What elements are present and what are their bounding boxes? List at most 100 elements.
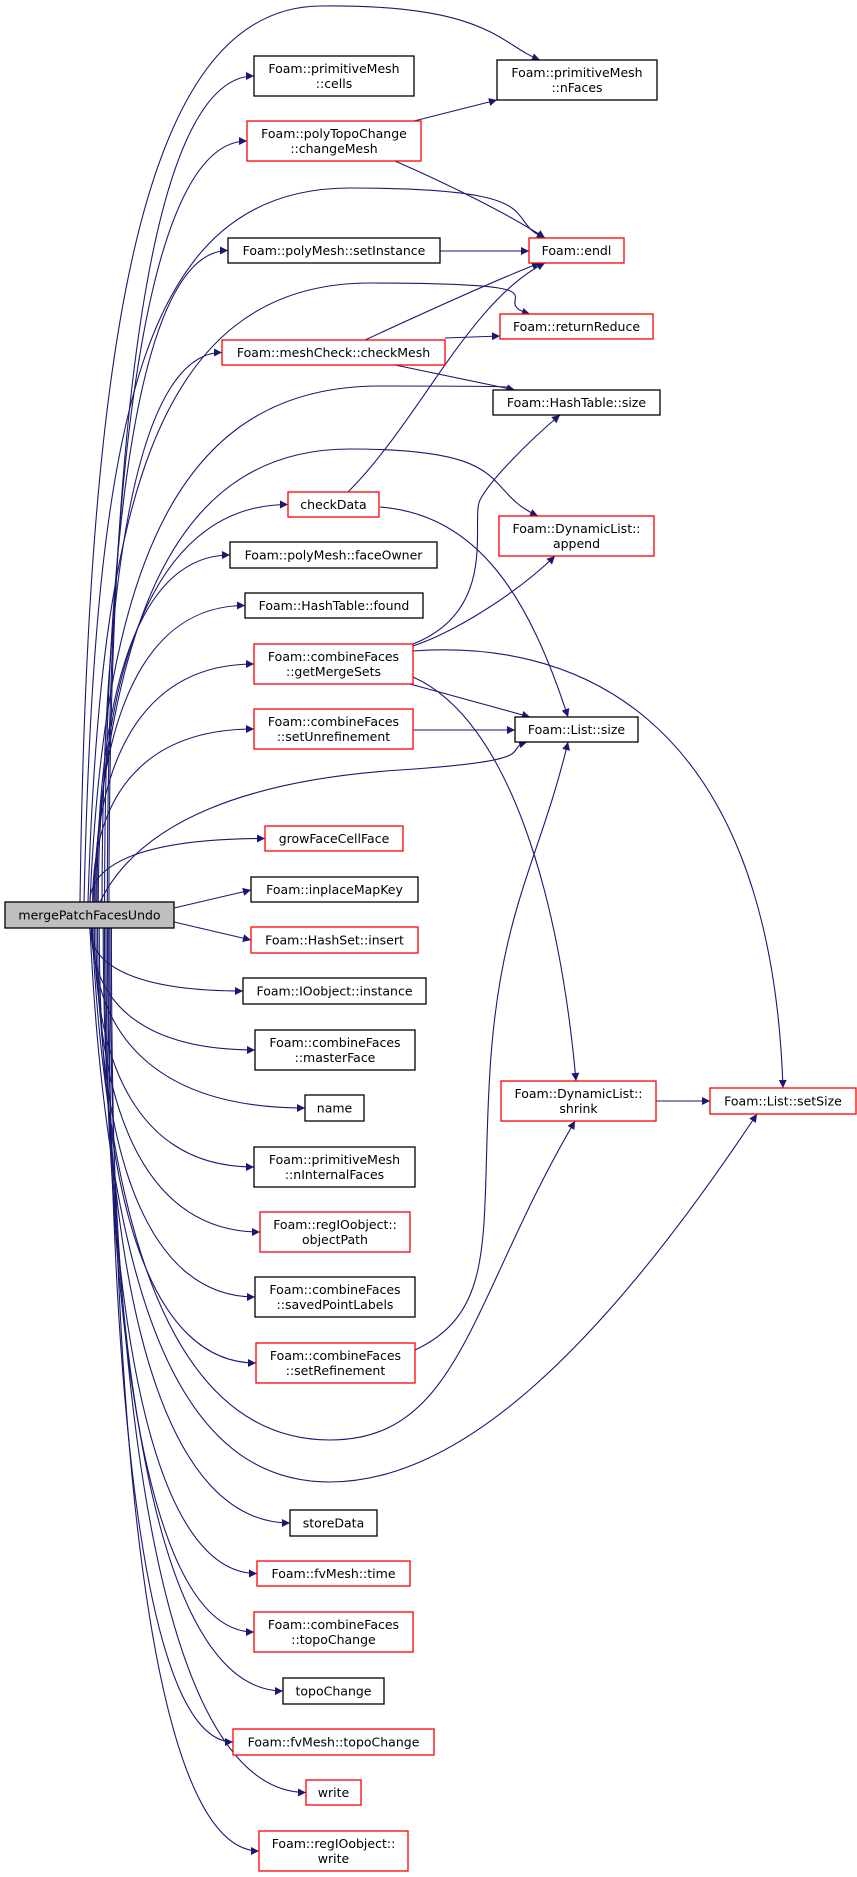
graph-node-setUnrefinement[interactable]: Foam::combineFaces::setUnrefinement xyxy=(253,708,414,750)
edge-layer xyxy=(79,5,787,1855)
graph-node-objectPath[interactable]: Foam::regIOobject::objectPath xyxy=(259,1211,411,1253)
node-box xyxy=(304,1094,365,1122)
graph-node-faceOwner[interactable]: Foam::polyMesh::faceOwner xyxy=(229,541,438,569)
node-label: storeData xyxy=(303,1516,364,1531)
graph-node-setSize[interactable]: Foam::List::setSize xyxy=(709,1087,857,1115)
node-box xyxy=(709,1087,857,1115)
node-label: ::nFaces xyxy=(551,80,602,95)
graph-node-getMergeSets[interactable]: Foam::combineFaces::getMergeSets xyxy=(253,643,414,685)
graph-node-checkData[interactable]: checkData xyxy=(287,491,380,518)
graph-node-endl[interactable]: Foam::endl xyxy=(528,237,625,264)
graph-node-write[interactable]: write xyxy=(305,1779,362,1806)
call-edge-root-to-instance xyxy=(89,927,244,995)
call-edge-root-to-regWrite xyxy=(110,927,260,1855)
node-label: ::changeMesh xyxy=(290,141,377,156)
node-box xyxy=(250,876,419,903)
node-box xyxy=(499,313,654,340)
call-edge-root-to-setUnrefinement xyxy=(92,725,255,903)
node-box xyxy=(253,643,414,685)
node-box xyxy=(246,120,422,162)
node-label: topoChange xyxy=(296,1684,372,1699)
graph-node-checkMesh[interactable]: Foam::meshCheck::checkMesh xyxy=(221,339,446,366)
node-box xyxy=(500,1080,657,1122)
call-edge-getMergeSets-to-htSize xyxy=(412,414,561,645)
node-label: Foam::primitiveMesh xyxy=(268,61,399,76)
node-label: Foam::returnReduce xyxy=(513,319,640,334)
call-edge-root-to-setSize xyxy=(89,927,758,1483)
call-edge-root-to-append xyxy=(92,448,539,903)
node-box xyxy=(253,1146,416,1188)
graph-node-instance[interactable]: Foam::IOobject::instance xyxy=(242,977,427,1005)
node-box xyxy=(498,515,655,557)
call-edge-root-to-found xyxy=(95,601,246,903)
node-label: Foam::combineFaces xyxy=(269,1035,400,1050)
graph-node-found[interactable]: Foam::HashTable::found xyxy=(244,592,424,619)
call-edge-root-to-getMergeSets xyxy=(93,660,255,903)
graph-node-growFaceCellFace[interactable]: growFaceCellFace xyxy=(264,825,404,852)
graph-node-regWrite[interactable]: Foam::regIOobject::write xyxy=(258,1830,409,1872)
call-edge-root-to-faceOwner xyxy=(96,551,231,903)
node-box xyxy=(221,339,446,366)
call-edge-root-to-nFaces xyxy=(79,5,541,903)
node-label: name xyxy=(317,1101,353,1116)
graph-node-nInternalFaces[interactable]: Foam::primitiveMesh::nInternalFaces xyxy=(253,1146,416,1188)
node-label: Foam::inplaceMapKey xyxy=(266,882,403,897)
call-edge-root-to-checkData xyxy=(97,500,289,903)
node-box xyxy=(229,541,438,569)
node-label: Foam::combineFaces xyxy=(268,649,399,664)
call-edge-getMergeSets-to-shrink xyxy=(412,676,580,1082)
call-edge-root-to-growFaceCellFace xyxy=(89,834,266,903)
node-box xyxy=(528,237,625,264)
call-edge-root-to-name xyxy=(92,927,306,1112)
call-edge-root-to-changeMesh xyxy=(106,137,248,903)
graph-node-nFaces[interactable]: Foam::primitiveMesh::nFaces xyxy=(496,59,658,101)
graph-node-insert[interactable]: Foam::HashSet::insert xyxy=(250,926,419,954)
graph-node-htSize[interactable]: Foam::HashTable::size xyxy=(492,389,661,416)
graph-node-name[interactable]: name xyxy=(304,1094,365,1122)
node-label: Foam::polyTopoChange xyxy=(261,126,407,141)
call-edge-root-to-shrink xyxy=(91,927,576,1441)
node-box xyxy=(255,1342,416,1384)
call-edge-checkData-to-listSize xyxy=(379,506,570,718)
call-edge-root-to-masterFace xyxy=(90,927,256,1054)
graph-node-listSize[interactable]: Foam::List::size xyxy=(514,716,639,743)
call-edge-root-to-checkMesh xyxy=(101,348,223,903)
call-edge-checkMesh-to-endl xyxy=(364,262,541,341)
node-box xyxy=(253,55,415,97)
node-label: append xyxy=(553,536,600,551)
graph-node-topoChange[interactable]: topoChange xyxy=(282,1677,385,1705)
node-label: Foam::endl xyxy=(542,243,612,258)
node-label: write xyxy=(318,1851,350,1866)
graph-node-masterFace[interactable]: Foam::combineFaces::masterFace xyxy=(254,1029,416,1071)
graph-node-storeData[interactable]: storeData xyxy=(289,1509,378,1537)
node-label: Foam::meshCheck::checkMesh xyxy=(237,345,430,360)
graph-node-setInstance[interactable]: Foam::polyMesh::setInstance xyxy=(227,237,441,264)
node-box xyxy=(232,1728,435,1756)
graph-node-time[interactable]: Foam::fvMesh::time xyxy=(256,1560,411,1587)
node-label: Foam::combineFaces xyxy=(268,714,399,729)
node-label: Foam::HashTable::found xyxy=(259,598,410,613)
graph-node-append[interactable]: Foam::DynamicList::append xyxy=(498,515,655,557)
graph-node-changeMesh[interactable]: Foam::polyTopoChange::changeMesh xyxy=(246,120,422,162)
graph-node-fvTopoChange[interactable]: Foam::fvMesh::topoChange xyxy=(232,1728,435,1756)
call-edge-root-to-endl xyxy=(83,187,546,903)
node-box xyxy=(256,1560,411,1587)
call-edge-root-to-fvTopoChange xyxy=(108,927,234,1746)
graph-node-setRefinement[interactable]: Foam::combineFaces::setRefinement xyxy=(255,1342,416,1384)
node-label: ::savedPointLabels xyxy=(277,1297,394,1312)
node-label: Foam::polyMesh::setInstance xyxy=(243,243,426,258)
graph-node-savedPointLabels[interactable]: Foam::combineFaces::savedPointLabels xyxy=(254,1276,416,1318)
call-edge-getMergeSets-to-listSize xyxy=(409,683,531,719)
graph-node-root[interactable]: mergePatchFacesUndo xyxy=(4,901,175,929)
graph-node-returnReduce[interactable]: Foam::returnReduce xyxy=(499,313,654,340)
node-label: Foam::List::size xyxy=(528,722,625,737)
graph-node-shrink[interactable]: Foam::DynamicList::shrink xyxy=(500,1080,657,1122)
node-label: ::getMergeSets xyxy=(286,664,381,679)
node-label: Foam::DynamicList:: xyxy=(512,521,640,536)
graph-node-cells[interactable]: Foam::primitiveMesh::cells xyxy=(253,55,415,97)
graph-node-cfTopoChange[interactable]: Foam::combineFaces::topoChange xyxy=(253,1611,414,1653)
graph-node-inplaceMapKey[interactable]: Foam::inplaceMapKey xyxy=(250,876,419,903)
node-label: Foam::combineFaces xyxy=(268,1617,399,1632)
call-edge-root-to-nInternalFaces xyxy=(93,927,255,1171)
node-label: objectPath xyxy=(302,1232,368,1247)
